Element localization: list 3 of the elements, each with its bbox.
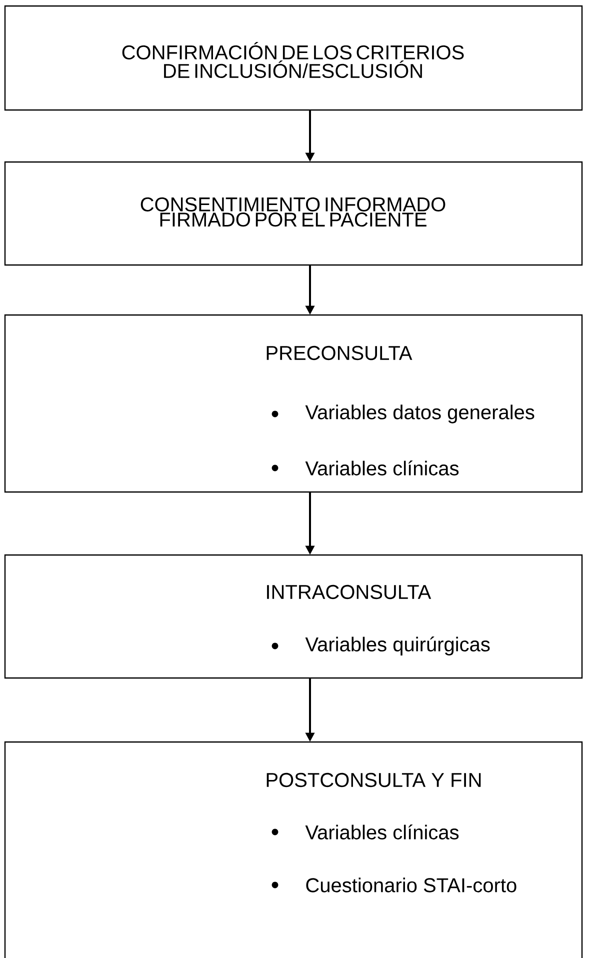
process-box: CONSENTIMIENTO INFORMADO FIRMADO POR EL PACIENTE — [4, 161, 583, 266]
process-box: CONFIRMACIÓN DE LOS CRITERIOS DE INCLUSIÓN/ESCLUSIÓN — [4, 5, 583, 111]
node-text: Variables clínicas Cuestionario STAI-corto — [305, 824, 516, 892]
